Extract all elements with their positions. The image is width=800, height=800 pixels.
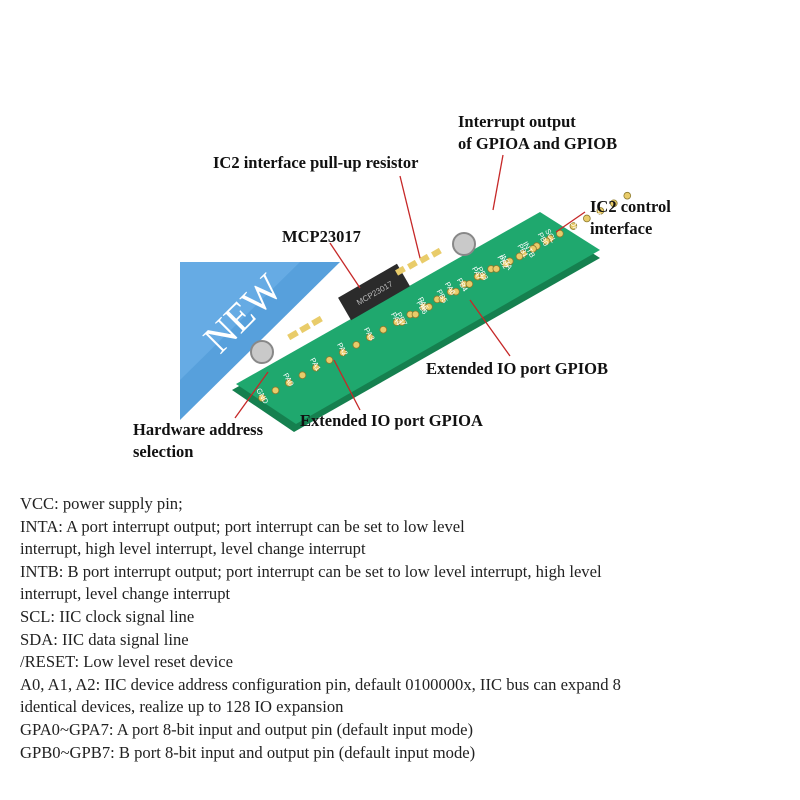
header-pad (271, 386, 280, 395)
header-pad (515, 252, 524, 261)
header-pad (379, 325, 388, 334)
new-badge-highlight (180, 262, 300, 380)
description-line: SCL: IIC clock signal line (20, 606, 195, 626)
header-pad (452, 287, 460, 296)
header-pad (479, 272, 487, 281)
callout-control: IC2 control interface (590, 197, 671, 238)
header-pad (398, 318, 406, 326)
description-line: interrupt, level change interrupt (20, 584, 231, 604)
header-pad (411, 310, 420, 319)
leader-lines (234, 154, 586, 419)
description-line: INTB: B port interrupt output; port inte… (20, 561, 602, 581)
description-line: VCC: power supply pin; (20, 494, 183, 513)
header-pad (258, 394, 266, 402)
callout-chip: MCP23017 (282, 227, 361, 246)
header-pad (285, 379, 293, 387)
header-pad (569, 222, 578, 230)
header-pad (542, 237, 551, 246)
header-pad (312, 363, 320, 372)
header-pad (596, 207, 605, 215)
pin-description-list: VCC: power supply pin; INTA: A port inter… (20, 493, 790, 764)
header-pad (502, 260, 510, 268)
header-pad (583, 214, 591, 223)
header-pad (365, 333, 374, 342)
description-line: GPB0~GPB7: B port 8-bit input and output… (20, 742, 476, 762)
callout-gpiob: Extended IO port GPIOB (426, 359, 608, 378)
callout-gpioa: Extended IO port GPIOA (300, 411, 483, 430)
header-pad (529, 245, 537, 253)
leader-pullup (399, 175, 421, 259)
description-line: interrupt, high level interrupt, level c… (20, 539, 366, 559)
leader-control (555, 211, 586, 233)
header-pad (492, 265, 501, 273)
leader-gpioa (333, 359, 361, 411)
callout-interrupt-output: Interrupt output of GPIOA and GPIOB (458, 112, 618, 153)
description-line: INTA: A port interrupt output; port inte… (20, 516, 465, 536)
leader-address (234, 371, 269, 419)
header-pad (339, 348, 347, 357)
description-line: /RESET: Low level reset device (20, 652, 233, 672)
header-pad (425, 303, 433, 311)
header-pad (609, 199, 618, 208)
description-line: SDA: IIC data signal line (20, 629, 189, 649)
leader-chip (329, 242, 361, 289)
pullup-resistors (395, 247, 442, 276)
callout-address: Hardware address selection (133, 420, 264, 461)
description-line: identical devices, realize up to 128 IO … (20, 697, 344, 717)
header-pad (352, 341, 361, 349)
mounting-hole (452, 232, 476, 256)
mounting-hole (250, 340, 274, 364)
leader-gpiob (469, 299, 511, 357)
header-pad (556, 229, 564, 238)
control-pads (502, 191, 632, 268)
header-pad (298, 371, 307, 380)
header-pad (623, 191, 632, 200)
callout-pullup: IC2 interface pull-up resistor (213, 153, 419, 172)
leader-interrupt (492, 154, 504, 211)
address-pads (287, 315, 323, 341)
gpiob-pads (398, 234, 555, 326)
header-pad (325, 356, 334, 364)
gpioa-pads (258, 265, 495, 402)
header-pad (465, 280, 474, 288)
description-line: A0, A1, A2: IIC device address configura… (20, 674, 621, 694)
header-pad (438, 295, 447, 304)
description-line: GPA0~GPA7: A port 8-bit input and output… (20, 719, 474, 739)
